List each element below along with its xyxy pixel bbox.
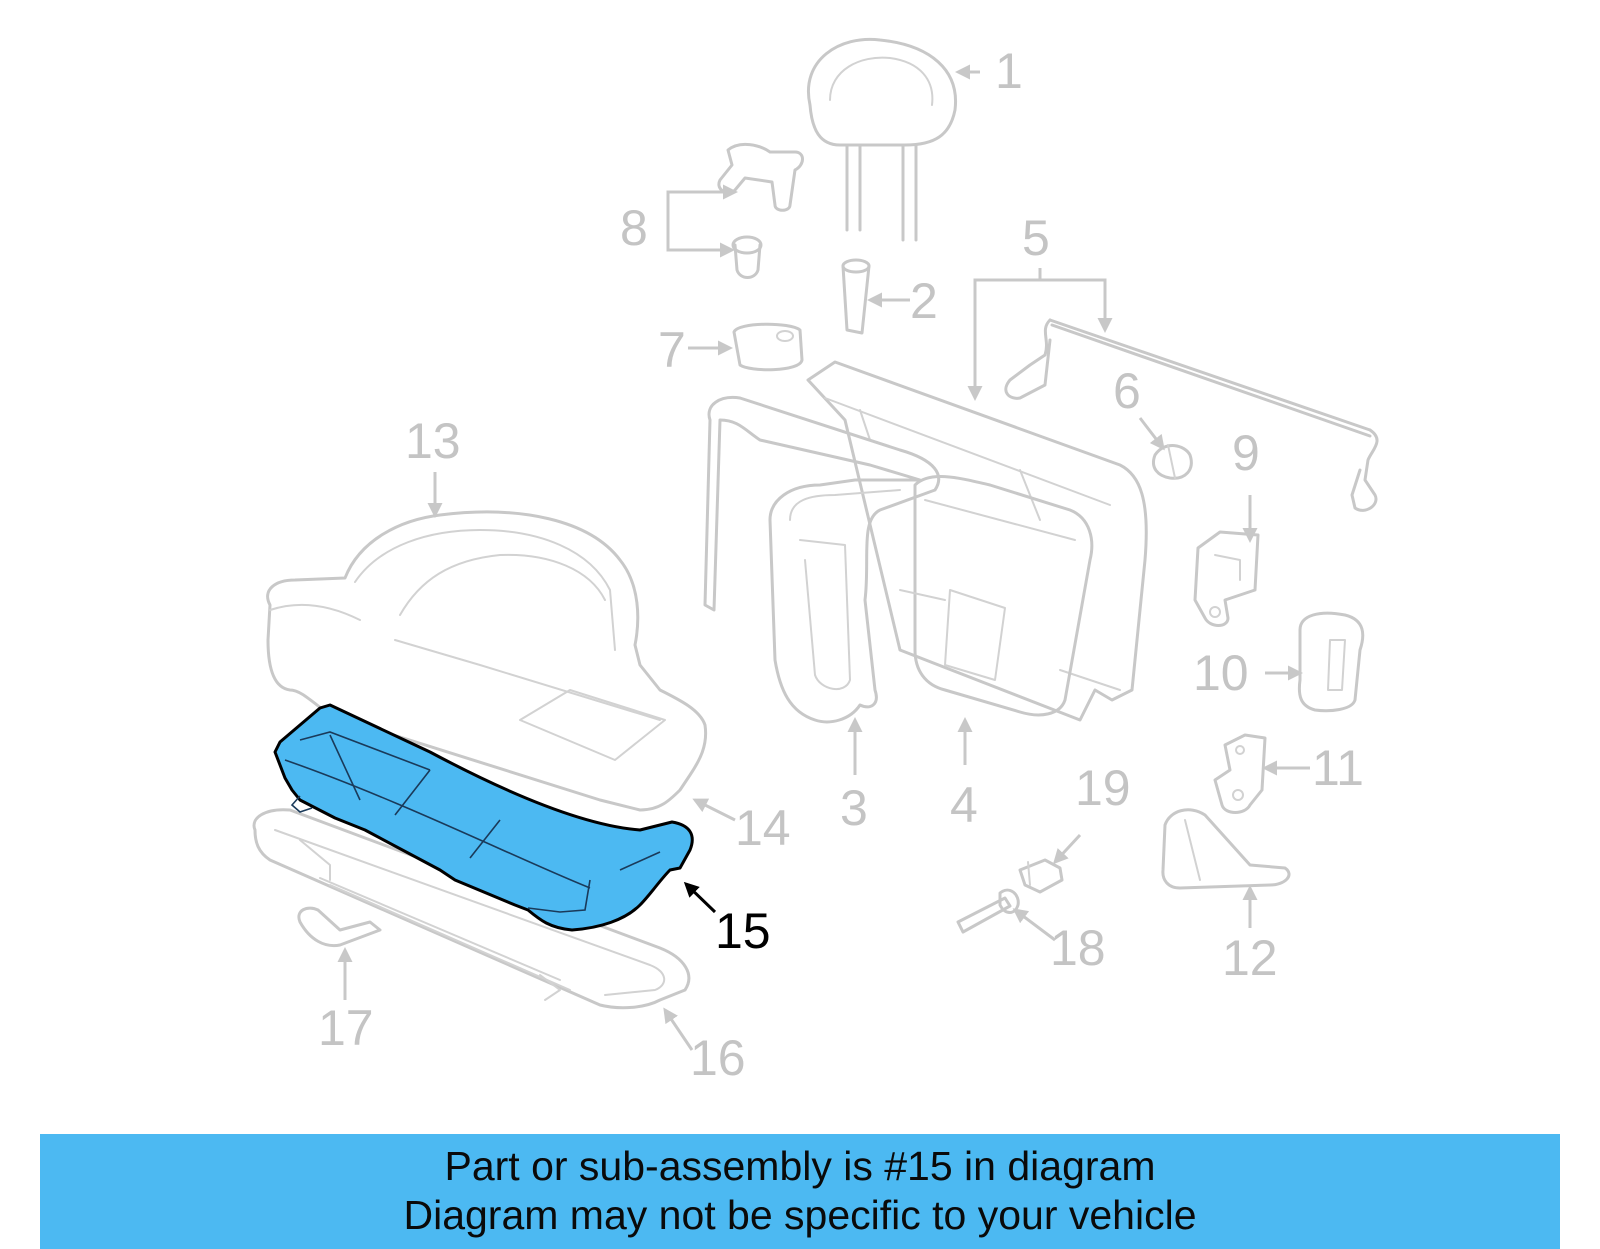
part-15-seat-cushion-pad-highlighted	[273, 703, 694, 932]
banner-part-note: Part or sub-assembly is #15 in diagram	[444, 1143, 1156, 1189]
callout-15: 15	[715, 903, 771, 959]
part-seatback-upper	[899, 475, 1094, 717]
callout-4: 4	[950, 777, 978, 833]
part-seat-frame	[252, 808, 691, 1010]
part-hook	[297, 906, 382, 948]
callout-10: 10	[1193, 645, 1249, 701]
callout-11: 11	[1312, 740, 1364, 796]
callout-5: 5	[1022, 210, 1050, 266]
callout-16: 16	[690, 1030, 746, 1086]
part-seatback-frame	[806, 360, 1148, 722]
part-bolt	[956, 888, 1020, 934]
callout-12: 12	[1222, 930, 1278, 986]
banner-disclaimer: Diagram may not be specific to your vehi…	[403, 1192, 1197, 1238]
leader-lines	[337, 64, 1310, 1051]
part-headrest	[807, 37, 958, 242]
part-hinge-bracket	[1193, 530, 1260, 627]
callout-18: 18	[1050, 920, 1106, 976]
callout-labels: 1 2 3 4 5 6 7 8 9 10 11 12 13 14 15 16 1…	[318, 43, 1364, 1086]
callout-19: 19	[1075, 760, 1131, 816]
part-seatback-cushion	[703, 395, 941, 724]
callout-8: 8	[620, 200, 648, 256]
callout-2: 2	[910, 273, 938, 329]
callout-1: 1	[995, 43, 1023, 99]
part-latch	[1213, 733, 1267, 814]
part-fastener	[1018, 858, 1064, 894]
callout-13: 13	[405, 413, 461, 469]
callout-9: 9	[1232, 425, 1260, 481]
part-support-rod	[1004, 318, 1379, 512]
callout-17: 17	[318, 1000, 374, 1056]
callout-6: 6	[1113, 363, 1141, 419]
part-trim-cover	[1297, 611, 1365, 713]
callout-14: 14	[735, 800, 791, 856]
part-clip	[732, 322, 804, 372]
part-guide-sleeve	[841, 258, 871, 335]
part-bracket-set	[717, 142, 804, 279]
part-bushing	[1152, 444, 1193, 480]
part-wedge-bracket	[1161, 808, 1291, 890]
info-banner: Part or sub-assembly is #15 in diagram D…	[40, 1134, 1560, 1249]
part-seat-cushion	[266, 510, 708, 812]
parts-diagram: 1 2 3 4 5 6 7 8 9 10 11 12 13 14 15 16 1…	[252, 37, 1379, 1086]
callout-7: 7	[658, 322, 686, 378]
callout-3: 3	[840, 780, 868, 836]
